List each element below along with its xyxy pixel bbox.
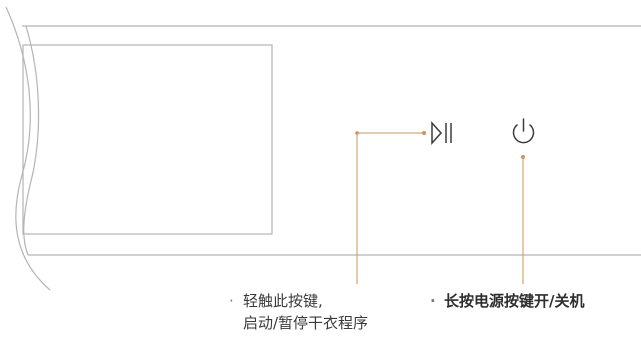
control-panel-outline [5, 6, 641, 291]
play-pause-callout: · 轻触此按键, 启动/暂停干衣程序 [229, 290, 368, 334]
power-callout-text: 长按电源按键开/关机 [444, 292, 585, 310]
play-pause-icon[interactable] [431, 121, 452, 145]
power-callout: · 长按电源按键开/关机 [430, 290, 584, 312]
play-pause-callout-line1: 轻触此按键, [243, 292, 323, 310]
display-window [22, 44, 273, 235]
power-icon[interactable] [512, 118, 535, 144]
panel-left-curve-outer [5, 6, 51, 291]
play-pause-leader-dot-end [422, 131, 426, 135]
bullet: · [430, 292, 436, 310]
bullet: · [229, 292, 234, 310]
play-pause-callout-line2: 启动/暂停干衣程序 [243, 314, 369, 332]
panel-left-curve-inner [23, 25, 40, 256]
play-pause-leader-line [356, 132, 424, 284]
play-pause-leader-dot-start [355, 131, 359, 135]
power-leader-dot [521, 155, 525, 159]
